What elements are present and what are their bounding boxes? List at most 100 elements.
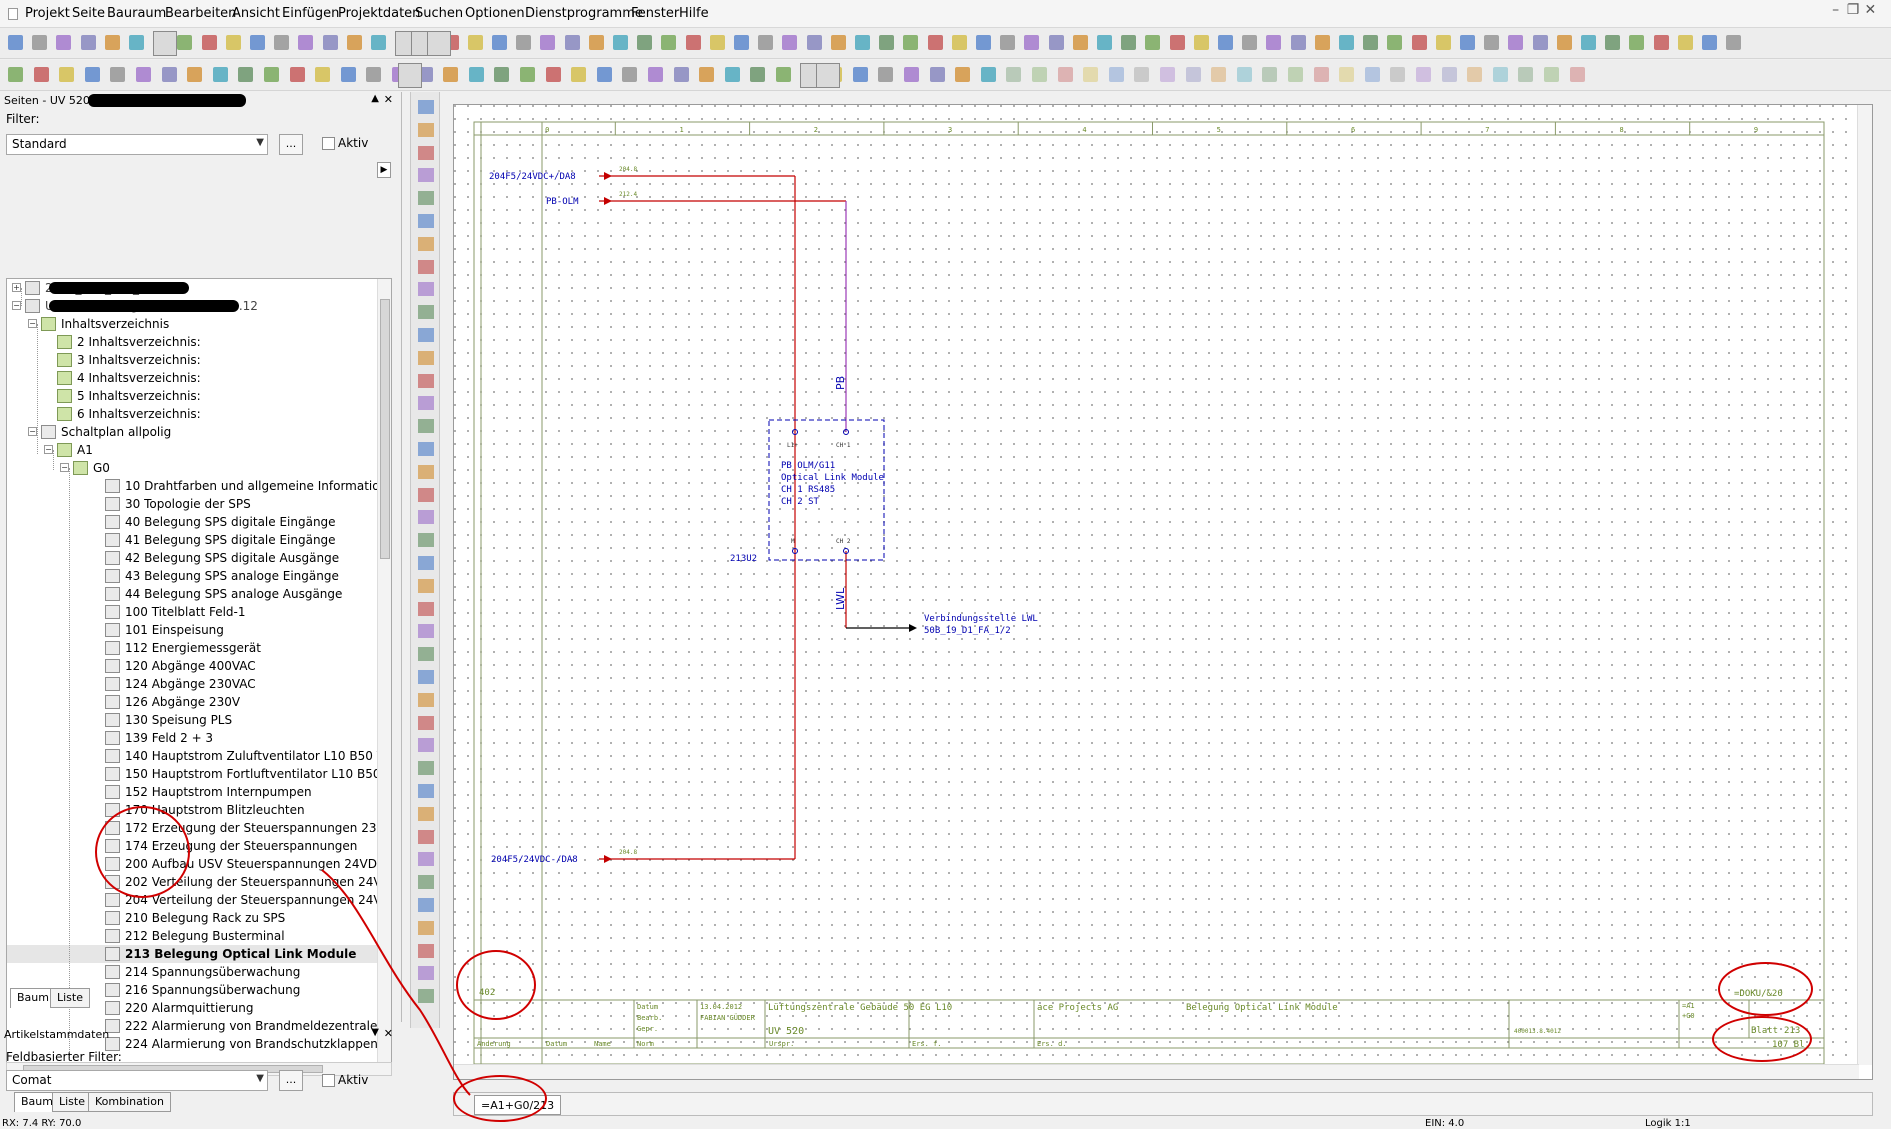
canvas-horizontal-scrollbar[interactable] [454, 1064, 1859, 1079]
toolbar-tool-icon[interactable] [1435, 35, 1451, 50]
toolbar-tool-icon[interactable] [750, 67, 766, 82]
toolbar-tool-icon[interactable] [59, 67, 75, 82]
collapse-icon[interactable]: − [12, 301, 21, 310]
tab-article-kombination[interactable]: Kombination [88, 1092, 171, 1112]
drawing-tool-icon[interactable] [418, 419, 434, 434]
toolbar-tool-icon[interactable] [724, 67, 740, 82]
toolbar-tool-icon[interactable] [136, 67, 151, 82]
toolbar-tool-icon[interactable] [1006, 67, 1022, 82]
drawing-tool-icon[interactable] [418, 715, 434, 730]
tree-page-selected[interactable]: 213 Belegung Optical Link Module [7, 945, 377, 963]
toolbar-tool-icon[interactable] [1097, 35, 1112, 50]
toolbar-tool-icon[interactable] [1000, 35, 1016, 50]
close-icon[interactable]: ✕ [1864, 2, 1877, 18]
toolbar-tool-icon[interactable] [976, 35, 991, 50]
toolbar-tool-icon[interactable] [806, 35, 822, 50]
toolbar-tool-icon[interactable] [187, 67, 203, 82]
toolbar-tool-icon[interactable] [1363, 35, 1379, 50]
menu-suchen[interactable]: Suchen [415, 6, 464, 21]
toolbar-tool-icon[interactable] [1726, 35, 1742, 50]
toolbar-tool-icon[interactable] [1083, 67, 1099, 82]
toolbar-tool-icon[interactable] [201, 35, 217, 50]
drawing-tool-icon[interactable] [418, 624, 434, 639]
toolbar-tool-icon[interactable] [212, 67, 228, 82]
toolbar-tool-icon[interactable] [1532, 35, 1548, 50]
toolbar-tool-icon[interactable] [1416, 67, 1431, 82]
toolbar-tool-icon[interactable] [225, 35, 241, 50]
toolbar-tool-icon[interactable] [322, 35, 338, 50]
panel-pin-icon[interactable]: ▼ [371, 1027, 379, 1038]
drawing-tool-icon[interactable] [418, 761, 434, 776]
drawing-tool-icon[interactable] [418, 533, 434, 548]
toolbar-tool-icon[interactable] [1629, 35, 1645, 50]
toolbar-tool-icon[interactable] [1108, 67, 1124, 82]
toolbar-tool-icon[interactable] [1218, 35, 1233, 50]
expand-icon[interactable]: + [12, 283, 21, 292]
toolbar-tool-icon[interactable] [1313, 67, 1329, 82]
toolbar-tool-icon[interactable] [927, 35, 943, 50]
collapse-icon[interactable]: − [60, 463, 69, 472]
drawing-tool-icon[interactable] [418, 305, 434, 320]
article-filter-select[interactable]: Comat▼ [6, 1070, 268, 1091]
drawing-tool-icon[interactable] [418, 122, 434, 137]
toolbar-tool-icon[interactable] [758, 35, 774, 50]
toolbar-tool-icon[interactable] [1653, 35, 1669, 50]
drawing-tool-icon[interactable] [418, 282, 434, 297]
panel-close-icon[interactable]: ✕ [383, 93, 393, 106]
toolbar-tool-icon[interactable] [346, 35, 362, 50]
expand-right-icon[interactable]: ▶ [377, 162, 391, 178]
toolbar-tool-icon[interactable] [250, 35, 265, 50]
toolbar-tool-icon[interactable] [1441, 67, 1457, 82]
canvas-vertical-scrollbar[interactable] [1857, 105, 1872, 1065]
menu-projekt[interactable]: Projekt [25, 6, 70, 21]
toolbar-tool-icon[interactable] [545, 67, 561, 82]
toolbar-tool-icon[interactable] [1314, 35, 1330, 50]
toolbar-tool-icon[interactable] [315, 67, 331, 82]
minimize-icon[interactable]: – [1832, 2, 1840, 18]
drawing-tool-icon[interactable] [418, 943, 434, 958]
toolbar-tool-icon[interactable] [1288, 67, 1303, 82]
toolbar-tool-icon[interactable] [104, 35, 120, 50]
aktiv-checkbox[interactable] [322, 137, 335, 150]
menu-bauraum[interactable]: Bauraum [107, 6, 167, 21]
toolbar-tool-icon[interactable] [709, 35, 725, 50]
drawing-tool-icon[interactable] [418, 259, 434, 274]
tree-vertical-scrollbar[interactable] [377, 279, 391, 1062]
drawing-tool-icon[interactable] [418, 236, 434, 251]
toolbar-tool-icon[interactable] [8, 67, 23, 82]
drawing-tool-icon[interactable] [418, 328, 434, 342]
tab-article-baum[interactable]: Baum [14, 1092, 60, 1112]
drawing-tool-icon[interactable] [418, 373, 434, 388]
toolbar-tool-icon[interactable] [1484, 35, 1500, 50]
toolbar-tool-icon[interactable] [1262, 67, 1278, 82]
toolbar-tool-icon[interactable] [1072, 35, 1088, 50]
toolbar-tool-icon[interactable] [734, 35, 749, 50]
toolbar-tool-icon[interactable] [494, 67, 510, 82]
drawing-tool-icon[interactable] [418, 442, 434, 456]
drawing-tool-icon[interactable] [418, 487, 434, 502]
toolbar-tool-icon[interactable] [855, 35, 870, 50]
toolbar-tool-icon[interactable] [161, 67, 177, 82]
toolbar-tool-icon[interactable] [1677, 35, 1693, 50]
toolbar-tool-icon[interactable] [699, 67, 715, 82]
toolbar-tool-icon[interactable] [1364, 67, 1380, 82]
toolbar-tool-icon[interactable] [830, 35, 846, 50]
toolbar-tool-icon[interactable] [371, 35, 386, 50]
article-browse-button[interactable]: ... [279, 1070, 303, 1091]
module-box-213u2[interactable] [768, 419, 885, 561]
toolbar-tool-icon[interactable] [852, 67, 868, 82]
drawing-tool-icon[interactable] [418, 556, 434, 570]
toolbar-tool-icon[interactable] [1134, 67, 1150, 82]
toolbar-tool-icon[interactable] [540, 35, 556, 50]
toolbar-tool-icon[interactable] [56, 35, 72, 50]
toolbar-active-tool[interactable] [816, 63, 840, 88]
tab-baum[interactable]: Baum [10, 988, 56, 1008]
panel-close-icon[interactable]: ✕ [383, 1027, 393, 1040]
toolbar-tool-icon[interactable] [879, 35, 895, 50]
panel-pin-icon[interactable]: ▲ [371, 93, 379, 104]
menu-bearbeiten[interactable]: Bearbeiten [165, 6, 237, 21]
toolbar-tool-icon[interactable] [1702, 35, 1717, 50]
toolbar-tool-icon[interactable] [955, 67, 971, 82]
menu-dienstprogramme[interactable]: Dienstprogramme [525, 6, 643, 21]
toolbar-tool-icon[interactable] [298, 35, 314, 50]
